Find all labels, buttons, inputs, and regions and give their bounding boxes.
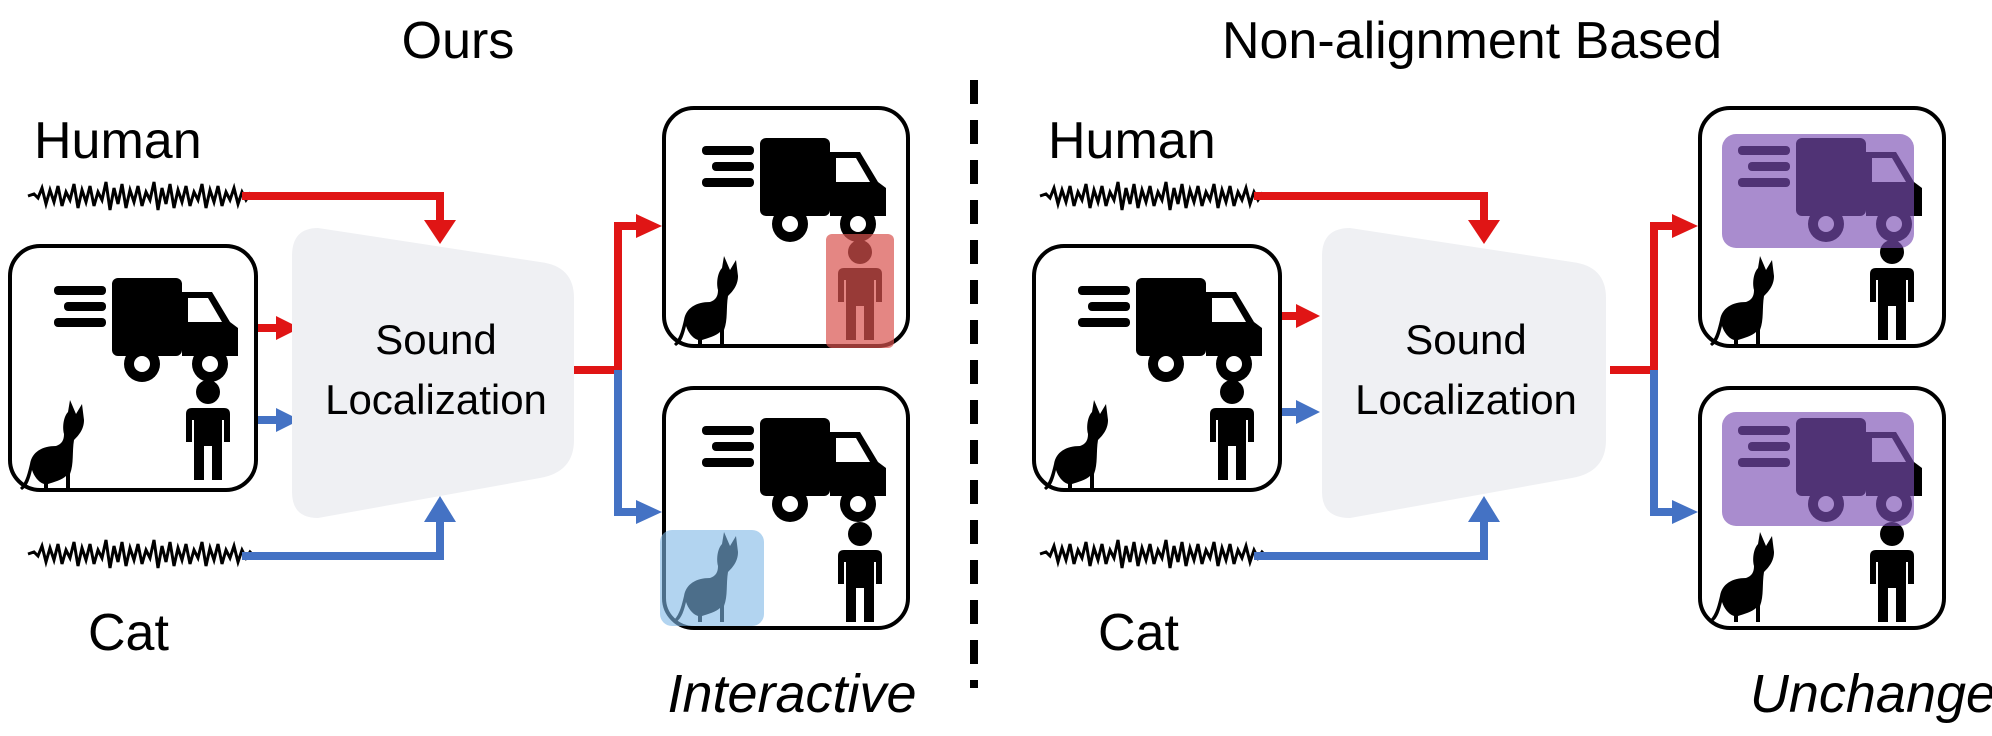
left-module-line2: Localization: [325, 376, 547, 423]
cat-highlight: [660, 530, 764, 626]
right-output-bottom: [1698, 386, 1946, 630]
human-highlight: [826, 234, 894, 348]
left-human-label: Human: [34, 112, 202, 170]
left-cat-waveform-icon: [26, 538, 260, 570]
right-human-label: Human: [1048, 112, 1216, 170]
left-sound-localization-module: Sound Localization: [292, 228, 574, 518]
left-human-audio-arrow: [242, 192, 444, 222]
right-cat-waveform-icon: [1038, 538, 1272, 570]
left-output-blue-arrow: [636, 500, 662, 524]
right-human-waveform-icon: [1038, 180, 1272, 212]
left-title: Ours: [402, 12, 515, 70]
truck-highlight: [1722, 412, 1914, 526]
right-module-line1: Sound: [1405, 316, 1526, 363]
truck-highlight: [1722, 134, 1914, 248]
right-scene-red-arrow: [1296, 304, 1320, 328]
right-cat-audio-arrow: [1254, 520, 1488, 560]
left-output-human: [662, 106, 910, 348]
left-output-red-arrow: [636, 214, 662, 238]
right-cat-label: Cat: [1098, 604, 1179, 662]
right-output-red-arrow: [1672, 214, 1698, 238]
right-sound-localization-module: Sound Localization: [1322, 228, 1606, 518]
left-scene-blue-arrow: [276, 408, 300, 432]
left-output-cat: [660, 386, 910, 630]
right-output-blue-arrow: [1672, 500, 1698, 524]
right-module-line2: Localization: [1355, 376, 1577, 423]
right-scene-blue-arrow: [1296, 400, 1320, 424]
left-cat-label: Cat: [88, 604, 169, 662]
left-caption: Interactive: [667, 664, 916, 724]
right-input-scene: [1032, 244, 1282, 492]
left-human-waveform-icon: [26, 180, 260, 212]
left-input-scene: [8, 244, 258, 492]
right-output-top: [1698, 106, 1946, 348]
right-title: Non-alignment Based: [1222, 12, 1722, 70]
left-scene-red-arrow: [276, 316, 300, 340]
left-cat-audio-arrow: [242, 520, 444, 560]
right-panel: Non-alignment Based Human Cat Sound Loca…: [1032, 12, 1992, 724]
left-module-line1: Sound: [375, 316, 496, 363]
left-panel: Ours Human Cat Sound Localization: [8, 12, 917, 724]
right-caption: Unchanged: [1750, 664, 1992, 724]
right-human-audio-arrow: [1254, 192, 1488, 222]
